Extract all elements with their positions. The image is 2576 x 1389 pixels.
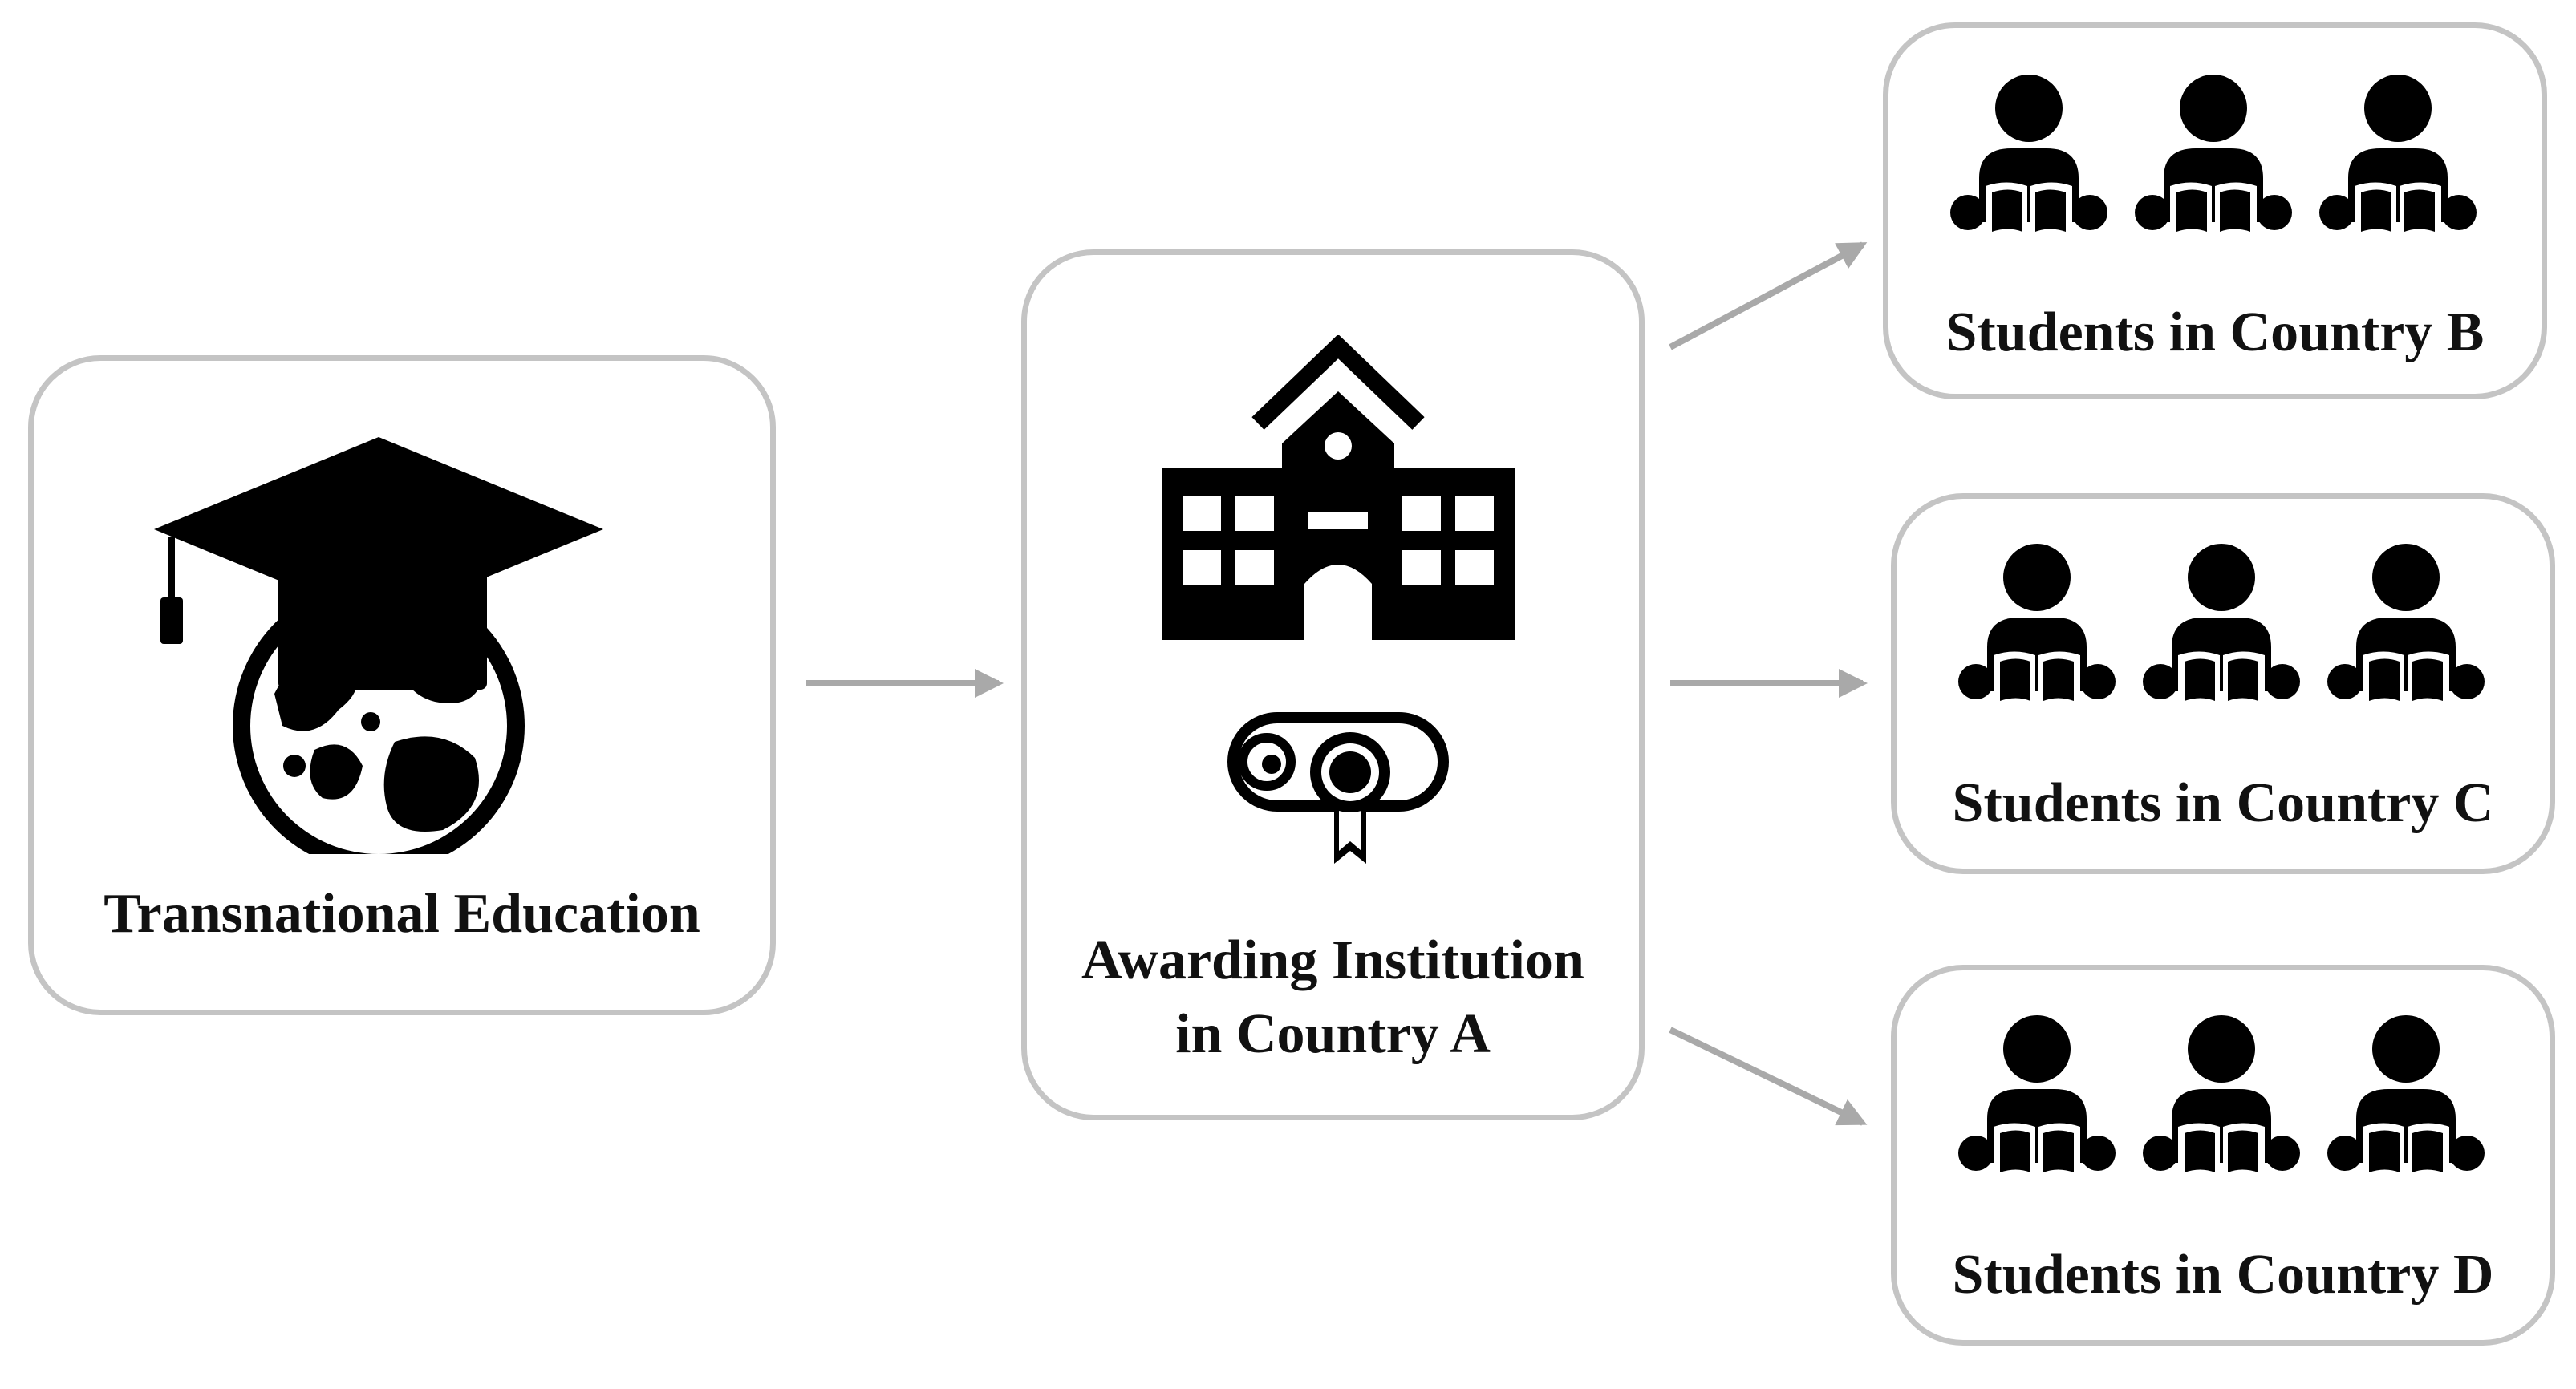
country-c-label: Students in Country C [1952, 772, 2494, 834]
arrow-institution-to-country-d [1669, 1027, 1868, 1126]
node-transnational-education: Transnational Education [28, 355, 776, 1015]
country-b-label: Students in Country B [1945, 302, 2485, 363]
country-d-label: Students in Country D [1952, 1244, 2494, 1306]
node-awarding-institution: Awarding Institution in Country A [1021, 249, 1645, 1120]
graduation-cap-globe-icon [154, 437, 603, 854]
reading-students-icon [1958, 1015, 2485, 1180]
diploma-scroll-icon [1227, 712, 1449, 864]
node-students-country-d: Students in Country D [1891, 965, 2555, 1346]
node-students-country-b: Students in Country B [1883, 22, 2547, 399]
arrow-institution-to-country-b [1669, 241, 1868, 350]
reading-students-icon [1950, 75, 2477, 240]
node-students-country-c: Students in Country C [1891, 493, 2555, 874]
node-transnational-label: Transnational Education [103, 883, 700, 945]
institution-label-line1: Awarding Institution [1081, 929, 1584, 991]
school-building-icon [1162, 335, 1515, 640]
institution-label-line2: in Country A [1175, 1003, 1491, 1065]
reading-students-icon [1958, 544, 2485, 709]
